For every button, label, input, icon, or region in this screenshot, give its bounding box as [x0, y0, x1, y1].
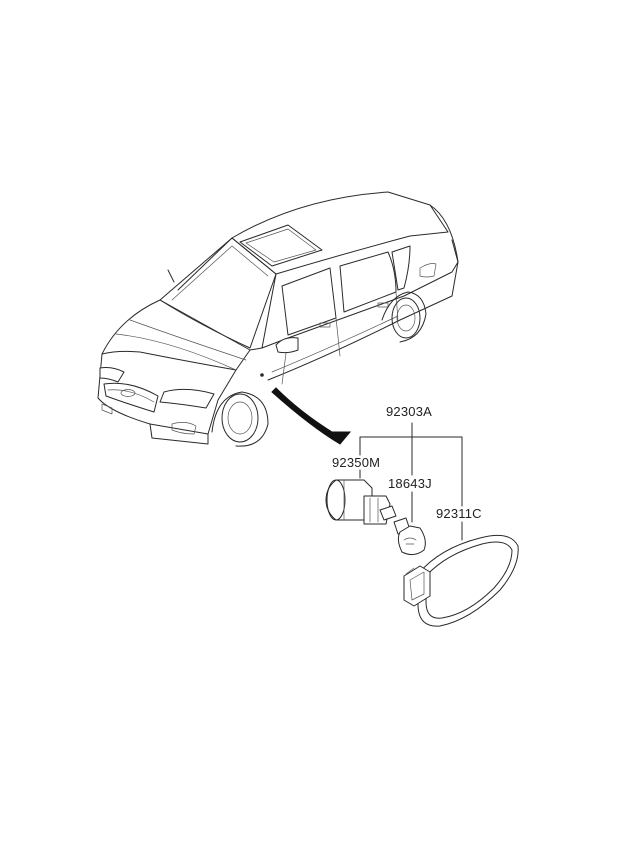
- side-repeater-lamp-icon: [403, 534, 519, 627]
- bulb-socket-icon: [325, 479, 397, 525]
- car-icon: [97, 191, 459, 447]
- part-label-assembly: 92303A: [386, 404, 433, 419]
- part-label-socket: 92350M: [332, 455, 381, 470]
- part-label-bulb: 18643J: [388, 476, 432, 491]
- part-label-lamp: 92311C: [436, 506, 482, 521]
- leader-lines: [359, 422, 463, 541]
- wedge-bulb-icon: [393, 517, 426, 556]
- location-arrow: [271, 387, 352, 445]
